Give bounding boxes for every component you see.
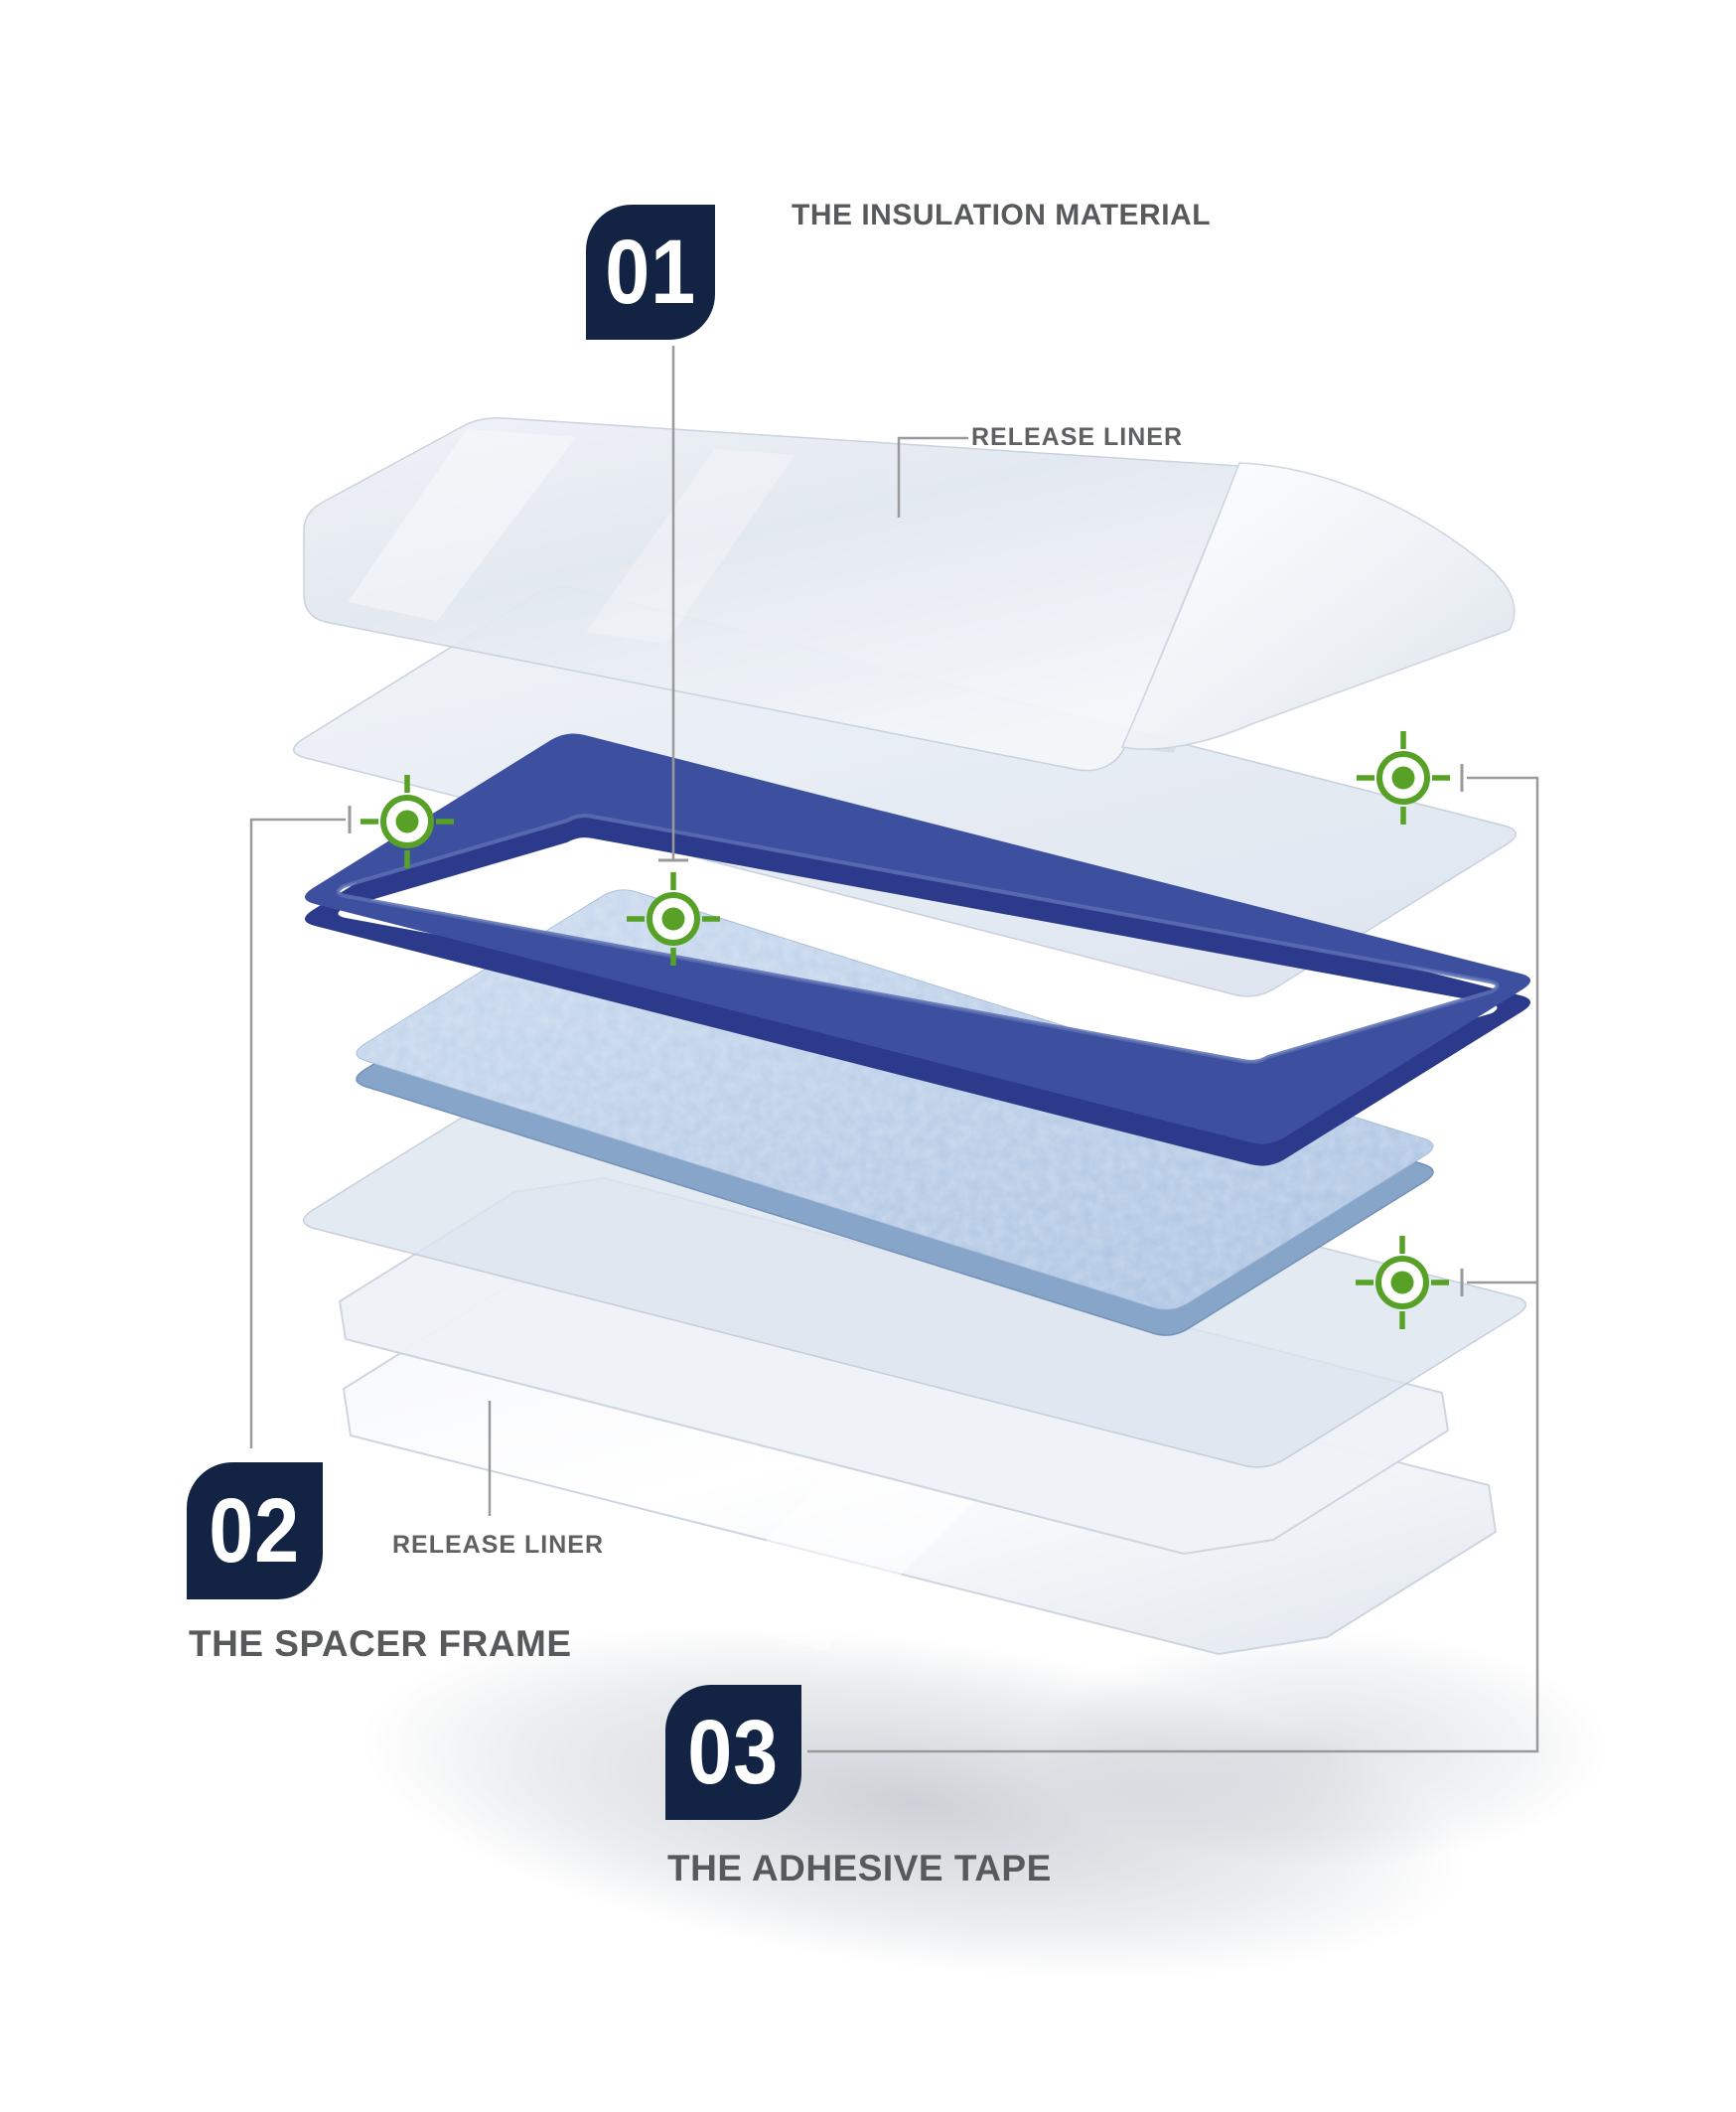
step-title-spacer-frame: THE SPACER FRAME bbox=[189, 1623, 572, 1664]
sheet-sheen bbox=[695, 1458, 983, 1651]
step-number: 02 bbox=[209, 1479, 301, 1582]
ground-shadow-right bbox=[1033, 1629, 1609, 1868]
release-liner-label-top: RELEASE LINER bbox=[971, 423, 1184, 451]
leader-line-release-liner-top bbox=[897, 436, 968, 518]
step-badge-01: 01 bbox=[586, 205, 715, 340]
step-title-insulation-material: THE INSULATION MATERIAL bbox=[792, 199, 1212, 231]
step-title-adhesive-tape: THE ADHESIVE TAPE bbox=[667, 1848, 1052, 1888]
step-number: 03 bbox=[687, 1701, 780, 1803]
leader-line-step1 bbox=[658, 346, 688, 862]
release-liner-top-curled bbox=[303, 417, 1516, 772]
release-liner-label-bottom: RELEASE LINER bbox=[392, 1531, 605, 1559]
step-number: 01 bbox=[605, 221, 696, 323]
leader-lines bbox=[249, 346, 1539, 1753]
step-badge-02: 02 bbox=[187, 1462, 323, 1599]
leader-line-step2 bbox=[249, 806, 352, 1448]
spacer-frame bbox=[304, 733, 1531, 1166]
step-badge-03: 03 bbox=[665, 1685, 801, 1820]
leader-line-step3 bbox=[807, 764, 1539, 1753]
